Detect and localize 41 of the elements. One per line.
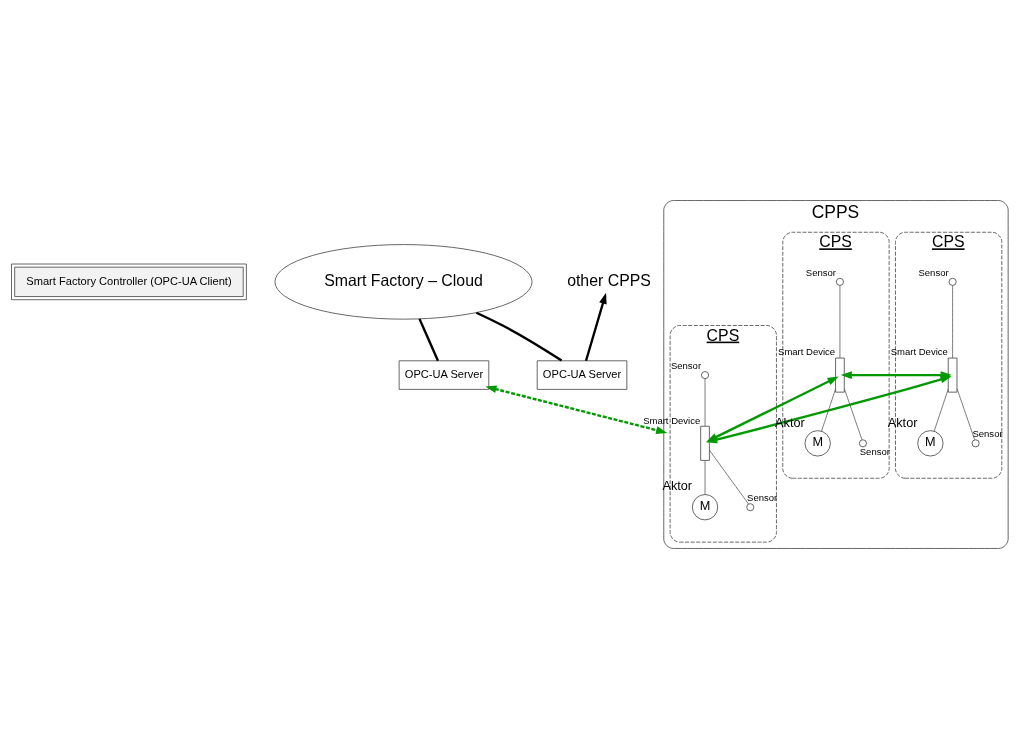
node-label: Sensor (972, 427, 1003, 439)
arrow (840, 370, 952, 379)
connector (418, 317, 440, 361)
connector (475, 311, 563, 362)
connector (839, 284, 841, 358)
node-label: Smart Device (643, 414, 701, 426)
node-circle (858, 438, 867, 447)
connector (704, 459, 706, 495)
node-box: OPC-UA Server (398, 359, 490, 390)
connector (704, 377, 706, 426)
node-text: other CPPS (567, 271, 651, 289)
node-label: Sensor (918, 266, 949, 278)
node-circle (948, 277, 957, 286)
connector (956, 387, 976, 440)
node-circle (746, 502, 755, 511)
node-circle (971, 438, 980, 447)
node-box: OPC-UA Server (536, 359, 628, 390)
arrow (485, 384, 668, 434)
connector (709, 449, 749, 504)
node-label: Sensor (747, 491, 778, 503)
arrow (584, 292, 607, 361)
node-bar (700, 425, 710, 461)
connector (843, 387, 863, 440)
node-circle (835, 277, 844, 286)
node-label: Aktor (662, 478, 693, 493)
node-circle: M (691, 493, 719, 520)
node-label: Sensor (670, 359, 702, 371)
node-ellipse: Smart Factory – Cloud (274, 243, 533, 320)
node-label: Sensor (859, 445, 890, 457)
connector (821, 388, 836, 432)
connector (933, 388, 949, 432)
node-label: Smart Device (890, 345, 948, 357)
node-label: Sensor (805, 266, 836, 278)
node-circle (701, 370, 709, 379)
node-circle: M (917, 429, 944, 456)
node-bar (835, 357, 845, 393)
node-label: Smart Device (778, 345, 836, 357)
node-bar (947, 357, 958, 393)
node-circle: M (804, 429, 831, 456)
connector (952, 284, 953, 358)
node-label: Aktor (887, 415, 918, 430)
